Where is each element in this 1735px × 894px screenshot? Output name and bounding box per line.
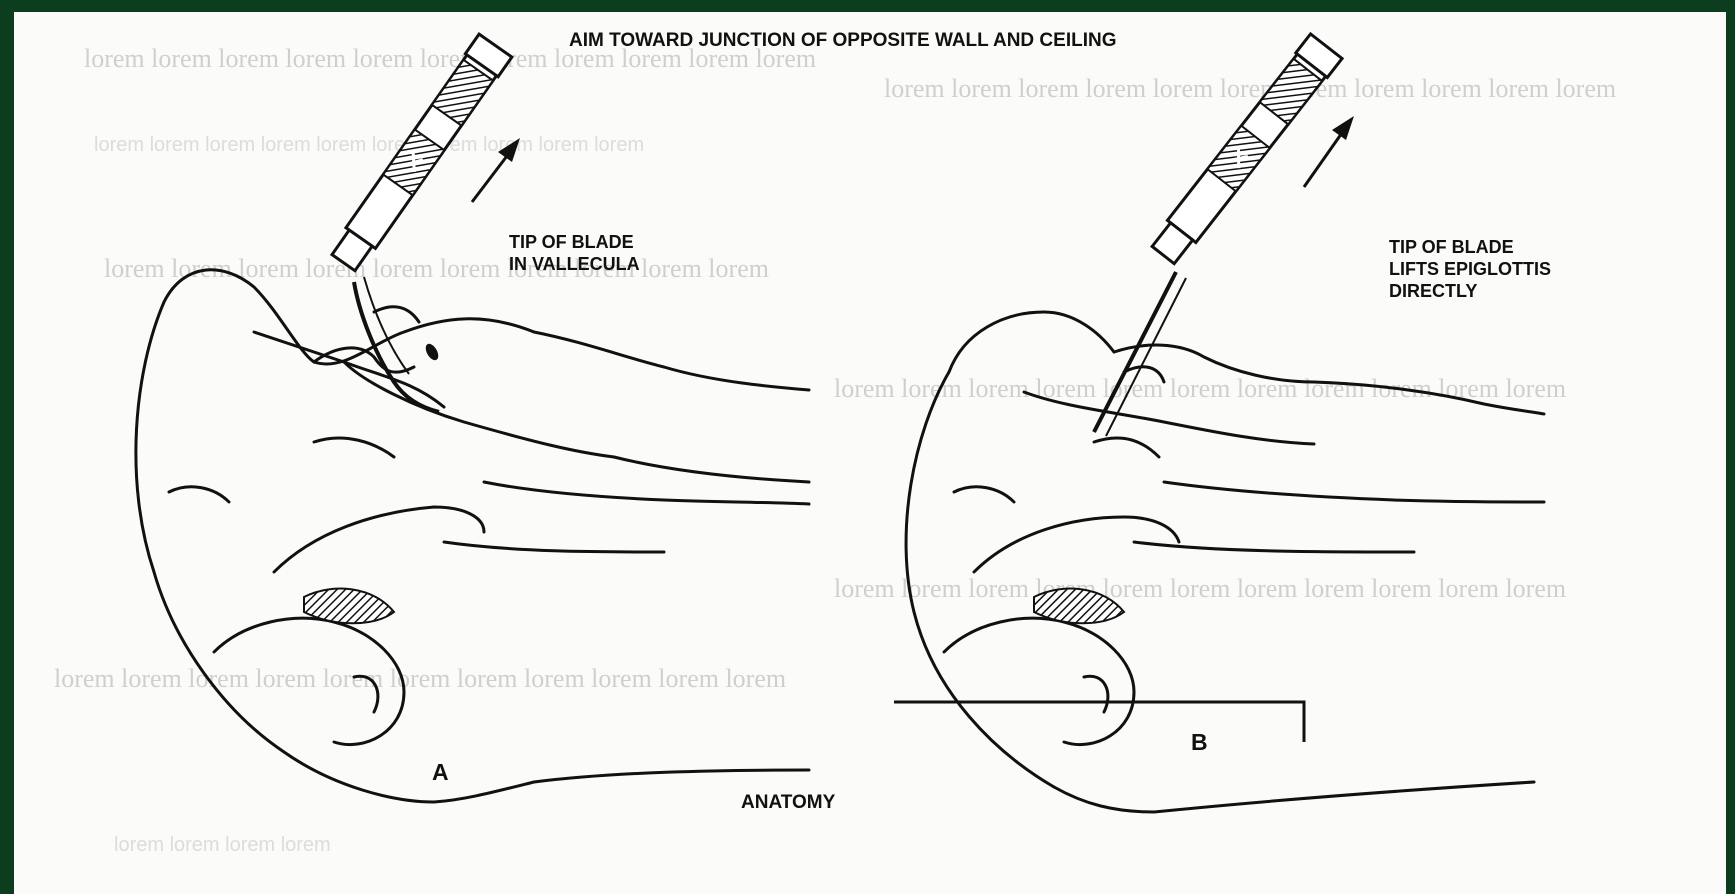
callout-b-line1: TIP OF BLADE (1389, 237, 1514, 258)
straight-blade-laryngoscope-icon (1094, 34, 1354, 436)
hatched-tissue-b (1034, 589, 1124, 624)
callout-a-line2: IN VALLECULA (509, 254, 640, 275)
callout-b-line2: LIFTS EPIGLOTTIS (1389, 259, 1551, 280)
callout-b-line3: DIRECTLY (1389, 281, 1477, 302)
panel-a-letter: A (432, 759, 449, 786)
hatched-tissue-a (304, 589, 394, 624)
laryngoscopy-illustration (14, 12, 1726, 894)
figure-page: lorem lorem lorem lorem lorem lorem lore… (14, 12, 1726, 894)
head-profile-a (136, 270, 809, 802)
head-profile-b (906, 312, 1544, 812)
callout-a-line1: TIP OF BLADE (509, 232, 634, 253)
surface-line (894, 702, 1304, 742)
bottom-caption: ANATOMY (741, 792, 835, 814)
top-caption: AIM TOWARD JUNCTION OF OPPOSITE WALL AND… (569, 30, 1117, 52)
panel-b-letter: B (1191, 729, 1208, 756)
